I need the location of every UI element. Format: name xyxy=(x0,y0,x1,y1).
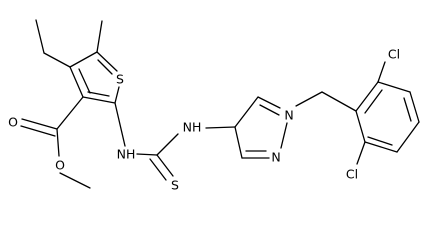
atom-labels: O O S NH NH S N N Cl Cl xyxy=(8,47,400,193)
bond-n1-ch2 xyxy=(295,91,323,107)
atom-label-o-methoxy: O xyxy=(55,158,65,173)
bond-cs-nh-right xyxy=(156,133,179,156)
bond-c3-c4-double xyxy=(78,68,91,94)
bond-nh-right-pyrazole xyxy=(205,126,236,129)
bond-carbonyl-o-double xyxy=(20,125,56,137)
atom-label-n-pyrazole-2: N xyxy=(271,150,280,165)
bond-pz-c5-n1-double xyxy=(259,104,280,116)
bond-c5-s-double xyxy=(97,59,113,75)
bond-s-c2 xyxy=(114,86,120,104)
bond-omethyl-ch3 xyxy=(59,172,91,189)
bond-ph-c5-c6 xyxy=(364,141,398,153)
atom-label-cl-bottom: Cl xyxy=(346,167,358,182)
ethyl-group xyxy=(35,19,71,68)
bond-cs-s-double xyxy=(149,158,167,181)
bond-pz-c3-c4 xyxy=(234,126,243,159)
bond-ph-c1-c2-double xyxy=(364,89,383,114)
bond-c5-s xyxy=(96,51,118,72)
bond-cs-s xyxy=(156,154,174,177)
bond-ph-c6-c1 xyxy=(355,110,366,143)
bond-ph-c4-c5 xyxy=(396,121,420,153)
bond-c4-ch2 xyxy=(43,52,71,68)
bond-c2-c3 xyxy=(82,96,116,104)
bond-ch2-ch3 xyxy=(35,19,45,54)
bond-ph-c2-cl xyxy=(377,61,386,83)
dichlorophenyl-ring xyxy=(355,61,420,165)
methyl-ester-group xyxy=(20,96,91,189)
atom-label-s-thiourea: S xyxy=(171,178,179,193)
chemical-structure-diagram: O O S NH NH S N N Cl Cl xyxy=(8,19,420,193)
bond-ph-c3-c4 xyxy=(409,91,420,123)
bond-pz-n1-n2 xyxy=(280,122,288,149)
bond-carbonyl-omethyl xyxy=(56,128,60,157)
bond-nh-left-cs xyxy=(136,153,158,156)
benzyl-linker xyxy=(295,91,357,112)
bond-ch2-ring xyxy=(321,91,357,112)
atom-label-nh-right: NH xyxy=(183,120,202,135)
pyrazole-ring xyxy=(234,96,288,159)
bond-c5-ch3 xyxy=(96,20,103,53)
atom-label-nh-left: NH xyxy=(117,147,136,162)
bond-pz-c5-n1 xyxy=(257,96,281,109)
bond-c3-carbonyl xyxy=(56,96,84,130)
bond-c4-c5 xyxy=(69,51,98,68)
atom-label-s-thiophene: S xyxy=(116,72,124,87)
bond-ph-c1-c2 xyxy=(355,81,379,112)
bond-pz-c4-c5 xyxy=(234,96,259,128)
bond-c2-c3-double xyxy=(87,91,110,97)
bond-carbonyl-o xyxy=(21,118,58,130)
bond-ph-c6-cl xyxy=(356,141,366,165)
bond-ph-c3-c4-double xyxy=(403,97,412,122)
bond-c2-nh-left xyxy=(114,102,126,147)
atom-label-cl-top: Cl xyxy=(388,47,400,62)
atom-label-n-pyrazole-1: N xyxy=(284,108,293,123)
methyl-group xyxy=(96,20,103,53)
thiophene-ring xyxy=(69,51,120,104)
bond-c3-c4 xyxy=(69,66,84,98)
bond-ph-c5-c6-double xyxy=(367,136,393,146)
thiourea-linker xyxy=(114,102,236,181)
bond-ph-c2-c3 xyxy=(377,81,411,93)
atom-label-o-carbonyl: O xyxy=(8,115,18,130)
